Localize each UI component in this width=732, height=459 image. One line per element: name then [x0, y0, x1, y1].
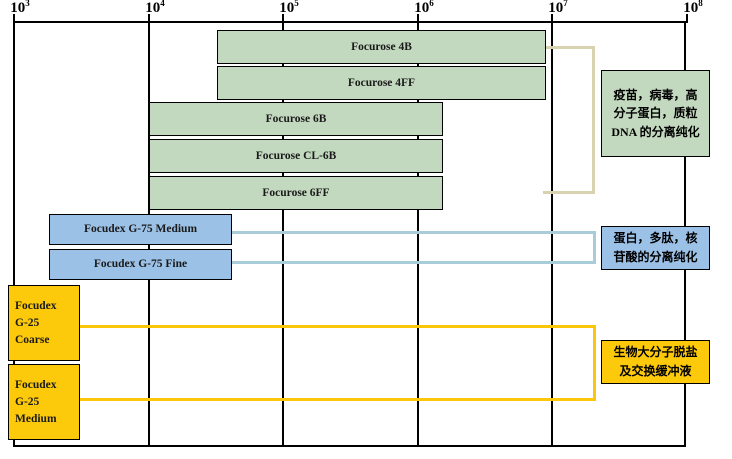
bar-focudex-g75-medium[interactable]: Focudex G-75 Medium: [49, 214, 232, 245]
bar-label: Focurose 6FF: [262, 186, 330, 199]
callout-agarose-applications: 疫苗，病毒，高 分子蛋白，质粒 DNA 的分离纯化: [601, 70, 710, 157]
x-tick-4: [551, 14, 553, 23]
gridline-4: [551, 21, 553, 447]
bar-focudex-g25-medium[interactable]: Focudex G-25 Medium: [8, 364, 80, 440]
bar-label: Focurose 4FF: [347, 76, 416, 89]
tick-base-5: 10: [683, 0, 699, 16]
tick-exp-2: 5: [294, 0, 299, 8]
x-tick-2: [282, 14, 284, 23]
tick-exp-5: 8: [698, 0, 703, 8]
tick-exp-1: 4: [160, 0, 165, 8]
tick-base-2: 10: [279, 0, 295, 16]
bar-focurose-4b[interactable]: Focurose 4B: [217, 30, 546, 64]
bar-label-line-2: Coarse: [15, 334, 50, 347]
tick-base-0: 10: [10, 0, 26, 16]
x-tick-0: [13, 14, 15, 23]
tick-exp-0: 3: [25, 0, 30, 8]
bar-focudex-g25-coarse[interactable]: Focudex G-25 Coarse: [8, 285, 80, 361]
bracket-dextran-g25: [78, 325, 596, 401]
bar-label: Focudex G-75 Medium: [83, 223, 198, 236]
tick-base-1: 10: [145, 0, 161, 16]
bar-label-line-1: G-25: [15, 316, 40, 329]
bar-label: Focurose CL-6B: [255, 149, 337, 162]
bar-label-line-0: Focudex: [15, 299, 57, 312]
x-tick-label-0: 103: [10, 0, 30, 17]
callout-line-1: 及交换缓冲液: [619, 364, 692, 378]
bar-focudex-g75-fine[interactable]: Focudex G-75 Fine: [49, 249, 232, 280]
bracket-agarose: [543, 46, 595, 194]
callout-dextran-g75-applications: 蛋白，多肽，核 苷酸的分离纯化: [601, 226, 710, 270]
x-tick-5: [686, 14, 688, 23]
tick-exp-3: 6: [429, 0, 434, 8]
tick-base-3: 10: [414, 0, 430, 16]
x-tick-label-2: 105: [279, 0, 299, 17]
x-tick-label-5: 108: [683, 0, 703, 17]
gridline-3: [417, 21, 419, 447]
tick-exp-4: 7: [563, 0, 568, 8]
bar-label-line-2: Medium: [15, 413, 57, 426]
bar-label: Focudex G-75 Fine: [93, 258, 188, 271]
bar-focurose-6ff[interactable]: Focurose 6FF: [149, 176, 443, 210]
bar-focurose-cl-6b[interactable]: Focurose CL-6B: [149, 139, 443, 173]
bar-focurose-4ff[interactable]: Focurose 4FF: [217, 66, 546, 100]
callout-line-1: 分子蛋白，质粒: [613, 106, 698, 121]
x-tick-label-1: 104: [145, 0, 165, 17]
callout-line-2: DNA 的分离纯化: [611, 124, 700, 139]
tick-base-4: 10: [548, 0, 564, 16]
x-tick-label-3: 106: [414, 0, 434, 17]
bar-label: Focurose 4B: [351, 40, 412, 53]
x-tick-label-4: 107: [548, 0, 568, 17]
bar-label-line-0: Focudex: [15, 378, 57, 391]
x-tick-3: [417, 14, 419, 23]
bar-focurose-6b[interactable]: Focurose 6B: [149, 102, 443, 136]
callout-line-0: 蛋白，多肽，核: [613, 231, 698, 246]
gridline-2: [282, 21, 284, 447]
x-tick-1: [148, 14, 150, 23]
bar-label: Focurose 6B: [265, 112, 327, 125]
bar-label-line-1: G-25: [15, 395, 40, 408]
callout-line-0: 疫苗，病毒，高: [613, 87, 698, 102]
bracket-dextran-g75: [230, 231, 596, 264]
callout-dextran-g25-applications: 生物大分子脱盐 及交换缓冲液: [601, 340, 710, 384]
callout-line-0: 生物大分子脱盐: [613, 345, 698, 360]
callout-line-1: 苷酸的分离纯化: [613, 250, 698, 264]
